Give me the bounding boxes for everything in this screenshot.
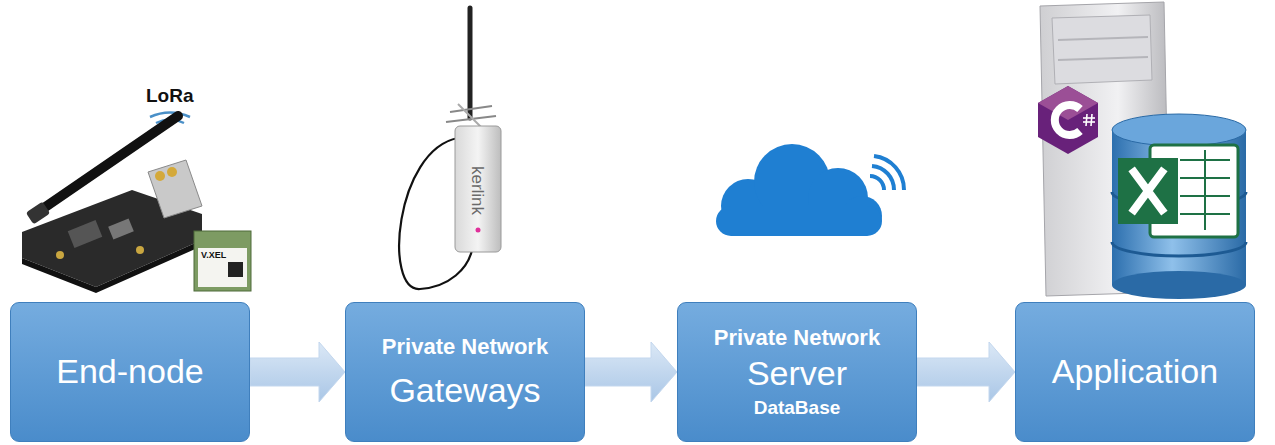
lora-board-part — [148, 160, 202, 218]
process-box: Application — [1015, 302, 1255, 442]
box-label: Private Network — [714, 325, 880, 350]
server-icon-part-part — [1091, 114, 1092, 126]
server-icon-part — [1112, 114, 1246, 146]
box-label: Private Network — [382, 334, 548, 359]
flow-arrow — [917, 342, 1015, 402]
lora-board-part — [108, 218, 134, 239]
lora-board-part — [56, 251, 64, 259]
server-icon-part — [1058, 57, 1148, 60]
server-icon-part — [1112, 242, 1246, 256]
cloud-icon-part — [874, 156, 904, 190]
flow-arrow — [585, 342, 677, 402]
gateway-device-part — [450, 106, 492, 112]
server-icon-part — [1134, 172, 1162, 210]
cloud-icon — [716, 144, 904, 236]
server-icon-part-part — [1204, 150, 1206, 230]
gateway-device-part — [458, 104, 482, 128]
server-icon — [1038, 2, 1246, 299]
lora-board-part — [26, 202, 50, 225]
server-icon-part — [1038, 86, 1098, 154]
server-icon-part-part — [1083, 121, 1095, 123]
server-icon-part — [1083, 114, 1095, 126]
lora-board-part — [198, 248, 247, 287]
server-icon-part — [1055, 105, 1080, 135]
process-box: End-node — [10, 302, 250, 442]
gateway-device-part — [476, 228, 481, 233]
box-label: DataBase — [754, 397, 841, 419]
logo-text: LoRa — [146, 86, 194, 105]
gateway-device-part — [468, 8, 473, 118]
server-icon-part — [1058, 37, 1148, 40]
lora-board-part — [167, 167, 177, 177]
server-icon-part — [1112, 130, 1246, 285]
lora-board — [22, 113, 251, 294]
flow-arrow — [250, 342, 345, 402]
box-label: Application — [1052, 352, 1218, 391]
cloud-icon-part — [872, 166, 894, 190]
lora-board-part — [22, 240, 202, 293]
lora-board-part — [228, 262, 243, 277]
process-box: Private NetworkServerDataBase — [677, 302, 917, 442]
lora-board-part — [68, 220, 103, 248]
process-box: Private NetworkGateways — [345, 302, 585, 442]
cloud-icon-part — [870, 176, 884, 190]
server-icon-part — [1052, 15, 1152, 84]
gateway-device — [399, 8, 501, 289]
cloud-icon-part — [716, 206, 882, 236]
brand-text: kerlink — [470, 165, 487, 214]
server-icon-part — [1112, 271, 1246, 299]
lora-board-part — [136, 246, 144, 254]
box-label: Gateways — [389, 371, 540, 410]
chip-label: V.XEL — [201, 251, 226, 260]
box-label: End-node — [56, 352, 203, 391]
server-icon-part-part — [1083, 117, 1095, 119]
lora-board-part — [155, 171, 165, 181]
box-label: Server — [747, 354, 847, 393]
server-icon-part — [1118, 158, 1178, 224]
server-icon-part — [1180, 150, 1230, 230]
gateway-device-part — [455, 126, 501, 252]
lora-board-part — [194, 231, 251, 291]
server-icon-part-part — [1086, 114, 1087, 126]
